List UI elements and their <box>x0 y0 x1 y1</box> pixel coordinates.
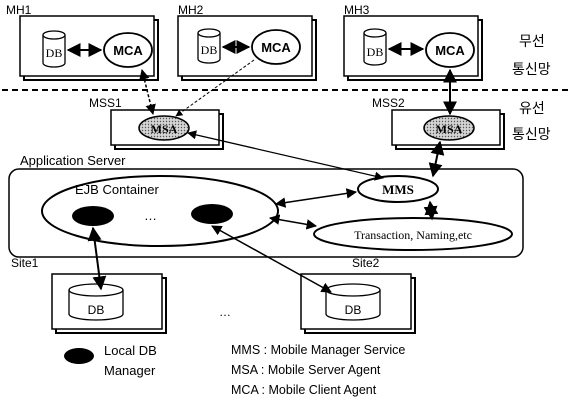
legend-msa: MSA : Mobile Server Agent <box>231 363 381 377</box>
mss1-msa-label: MSA <box>151 122 178 136</box>
svg-text:DB: DB <box>201 43 218 57</box>
svg-text:DB: DB <box>46 46 63 60</box>
mh2-mca-label: MCA <box>261 40 291 55</box>
mss2: MSS2 MSA <box>372 96 505 150</box>
mobile-host-mh3: MH3 DB MCA <box>343 3 483 81</box>
mh3-db-cylinder: DB <box>363 28 387 66</box>
mh1-mss1-arrow <box>139 68 156 116</box>
site2-db-cylinder: DB <box>325 283 381 321</box>
site1-db-cylinder: DB <box>68 283 124 321</box>
mh2-mss1-arrow <box>175 59 255 117</box>
mss2-msa-ellipse <box>423 115 475 141</box>
mh1-mca-label: MCA <box>113 43 143 58</box>
ejb-container: EJB Container … <box>41 175 279 247</box>
mms-label: MMS <box>382 182 414 197</box>
mss2-label: MSS2 <box>372 96 405 110</box>
mh3-mca-label: MCA <box>435 43 465 58</box>
mh1-db-cylinder: DB <box>42 30 66 68</box>
wireless-network-label-1: 무선 <box>519 34 545 50</box>
ejb-mms-arrow <box>274 188 358 208</box>
legend-local-db-line2: Manager <box>104 363 156 378</box>
legend-mca: MCA : Mobile Client Agent <box>231 383 377 397</box>
site1-box: DB <box>51 273 167 334</box>
mh2-db-cylinder: DB <box>197 28 221 64</box>
ejb-ellipsis: … <box>144 208 157 223</box>
site1-label: Site1 <box>11 256 39 270</box>
svg-text:DB: DB <box>345 303 362 317</box>
svg-text:DB: DB <box>88 303 105 317</box>
mh2-label: MH2 <box>178 3 204 17</box>
local-db-manager-2 <box>191 204 233 224</box>
wired-network-label-1: 유선 <box>519 101 545 117</box>
wireless-network-label-2: 통신망 <box>512 62 551 78</box>
site2-label: Site2 <box>352 256 380 270</box>
local-db-manager-1 <box>72 206 114 226</box>
ejb-services-arrow <box>268 214 318 230</box>
sites-ellipsis: … <box>219 305 231 319</box>
mms-ellipse <box>357 175 439 203</box>
mobile-host-mh2: MH2 DB MCA <box>177 3 317 81</box>
mh3-label: MH3 <box>344 3 370 17</box>
legend-mms: MMS : Mobile Manager Service <box>231 343 405 357</box>
mms-services-arrow <box>423 200 439 221</box>
site2-box: DB <box>300 273 416 334</box>
legend-local-db-icon <box>64 348 94 364</box>
mh3-mca-ellipse <box>425 32 475 68</box>
svg-text:DB: DB <box>367 45 384 59</box>
mh1-mca-ellipse <box>103 32 153 68</box>
mobile-host-mh1: MH1 DB MCA <box>6 3 159 81</box>
mss1: MSS1 MSA <box>89 96 224 150</box>
wired-network-label-2: 통신망 <box>512 127 551 143</box>
services-label: Transaction, Naming,etc <box>354 228 472 242</box>
mss1-msa-ellipse <box>138 115 190 141</box>
mh2-mca-ellipse <box>251 29 301 65</box>
mh1-label: MH1 <box>6 3 32 17</box>
ejb-container-label: EJB Container <box>75 182 159 197</box>
legend-local-db-line1: Local DB <box>104 343 157 358</box>
mss2-msa-label: MSA <box>436 122 463 136</box>
mss1-label: MSS1 <box>89 96 122 110</box>
mss1-mms-arrow <box>187 130 384 181</box>
ldbm1-site1-arrow <box>87 226 107 291</box>
app-server-label: Application Server <box>20 153 126 168</box>
mss2-mms-arrow <box>428 140 445 178</box>
ldbm2-site2-arrow <box>211 225 332 293</box>
